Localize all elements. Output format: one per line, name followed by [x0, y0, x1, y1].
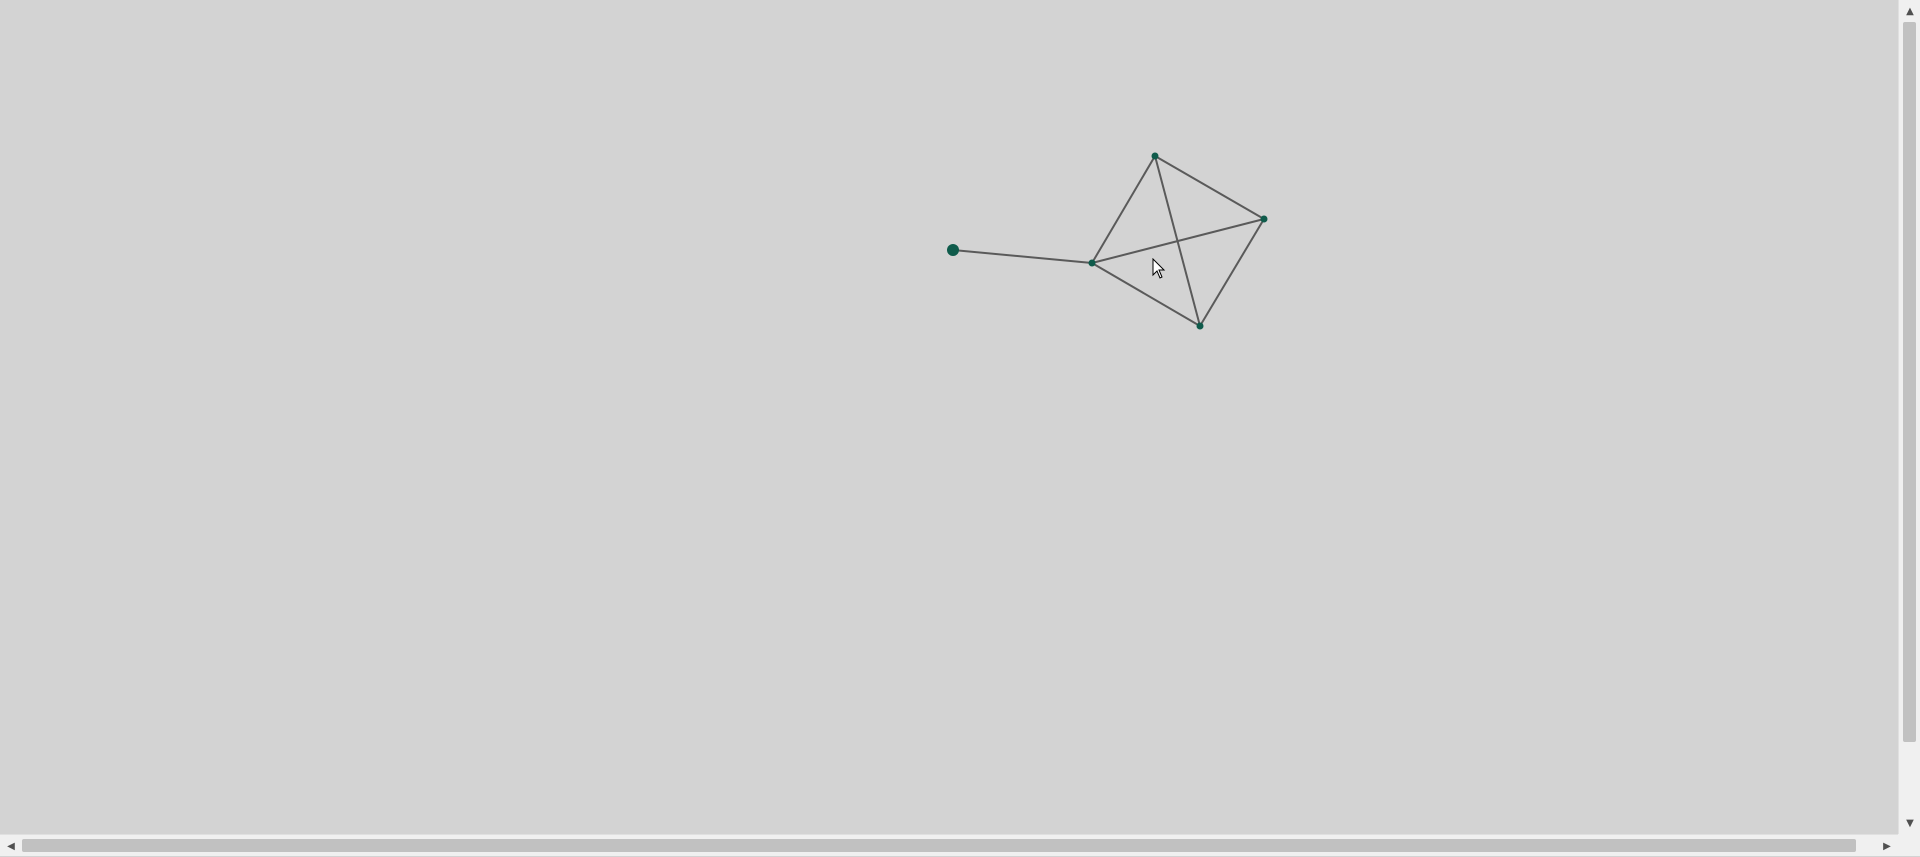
edges-layer	[952, 155, 1265, 327]
mouse-cursor-icon	[1152, 258, 1166, 279]
graph-node[interactable]	[947, 244, 959, 256]
scroll-up-icon[interactable]: ▲	[1906, 5, 1914, 17]
graph-svg[interactable]	[0, 0, 1898, 834]
scrollbar-corner	[1898, 834, 1920, 856]
vertical-scrollbar[interactable]: ▲ ▼	[1898, 0, 1920, 834]
graph-edge	[1154, 155, 1265, 220]
graph-edge	[1091, 155, 1156, 264]
graph-node[interactable]	[1088, 259, 1096, 267]
graph-edge	[1091, 262, 1201, 327]
graph-node[interactable]	[1151, 152, 1159, 160]
horizontal-scroll-thumb[interactable]	[22, 839, 1856, 852]
scroll-right-icon[interactable]: ▶	[1883, 840, 1891, 852]
graph-canvas[interactable]	[0, 0, 1898, 834]
graph-edge	[1154, 155, 1201, 327]
horizontal-scrollbar[interactable]: ◀ ▶	[0, 834, 1898, 856]
graph-node[interactable]	[1260, 215, 1268, 223]
scroll-left-icon[interactable]: ◀	[7, 840, 15, 852]
scroll-down-icon[interactable]: ▼	[1906, 817, 1914, 829]
nodes-layer	[947, 152, 1268, 330]
graph-node[interactable]	[1196, 322, 1204, 330]
graph-edge	[952, 249, 1093, 264]
graph-edge	[1199, 218, 1265, 327]
vertical-scroll-thumb[interactable]	[1903, 22, 1916, 742]
